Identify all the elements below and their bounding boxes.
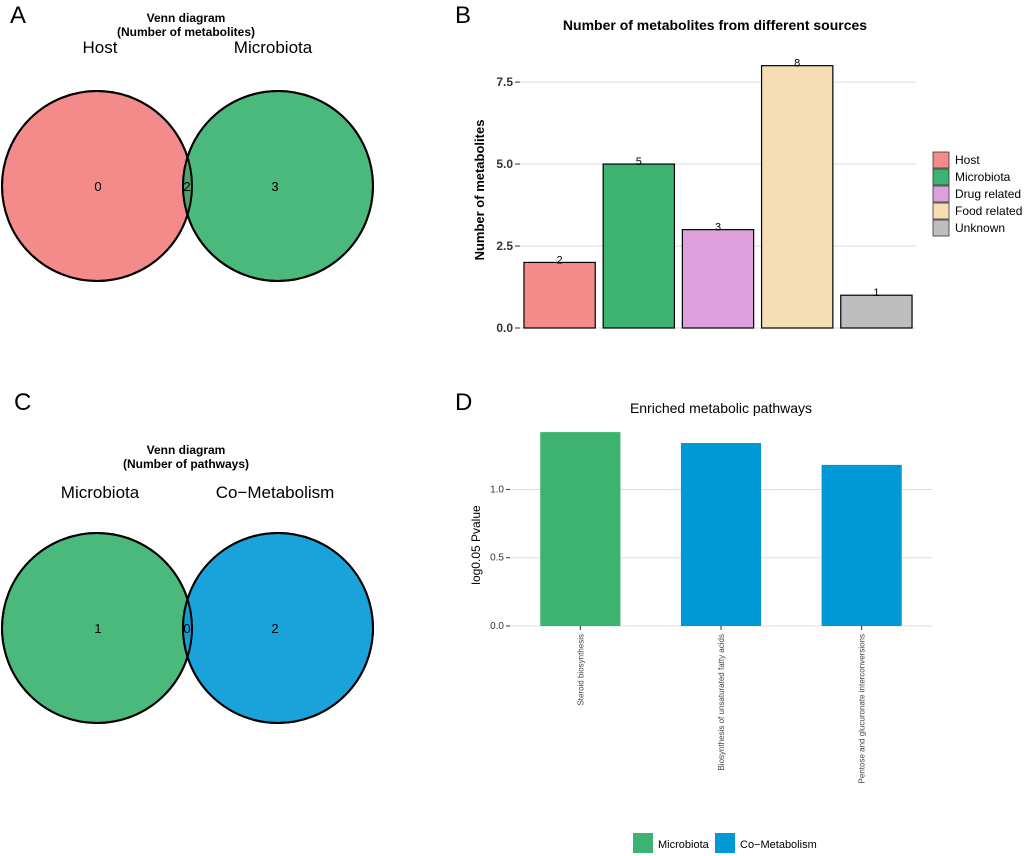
legend-label: Drug related bbox=[955, 187, 1021, 201]
y-tick-label: 7.5 bbox=[496, 75, 513, 89]
bar-chart-metabolite-sources: Number of metabolites from different sou… bbox=[472, 17, 1022, 335]
x-tick-label: Steroid biosynthesis bbox=[576, 634, 585, 706]
chart-title: Number of metabolites from different sou… bbox=[563, 17, 867, 33]
y-tick-label: 0.5 bbox=[490, 553, 504, 564]
panel-letter-c: C bbox=[14, 389, 32, 416]
legend-swatch bbox=[932, 219, 950, 237]
bar-value-label: 3 bbox=[715, 222, 721, 234]
y-tick-label: 0.0 bbox=[490, 621, 504, 632]
legend-swatch bbox=[932, 185, 950, 203]
venn-count-left-only: 0 bbox=[94, 179, 101, 194]
panel-letter-a: A bbox=[10, 2, 27, 29]
bar-chart-enriched-pathways: Enriched metabolic pathways log0.05 Pval… bbox=[469, 400, 932, 853]
bar-pathway bbox=[821, 464, 902, 626]
legend-swatch bbox=[932, 168, 950, 186]
venn-set-label-right: Co−Metabolism bbox=[216, 483, 335, 502]
venn-set-label-left: Microbiota bbox=[61, 483, 140, 502]
bar-pathway bbox=[540, 432, 621, 626]
venn-diagram-metabolites: Venn diagram (Number of metabolites) Hos… bbox=[1, 11, 374, 282]
legend-label: Unknown bbox=[955, 221, 1005, 235]
panel-letter-b: B bbox=[455, 2, 472, 29]
x-tick-label: Biosynthesis of unsaturated fatty acids bbox=[717, 634, 726, 771]
y-tick-label: 0.0 bbox=[496, 321, 513, 335]
venn-count-right-only: 3 bbox=[271, 179, 278, 194]
bar-drug-related bbox=[681, 229, 755, 329]
y-tick-label: 5.0 bbox=[496, 157, 513, 171]
venn-count-right-only: 2 bbox=[271, 621, 278, 636]
bar-food-related bbox=[760, 65, 834, 329]
y-axis-label: Number of metabolites bbox=[472, 120, 487, 261]
venn-count-left-only: 1 bbox=[94, 621, 101, 636]
legend-label: Microbiota bbox=[955, 170, 1011, 184]
y-axis-label: log0.05 Pvalue bbox=[469, 505, 483, 585]
venn-title-line2: (Number of metabolites) bbox=[117, 25, 255, 39]
venn-set-label-left: Host bbox=[83, 38, 118, 57]
y-tick-label: 1.0 bbox=[490, 484, 504, 495]
venn-title-line1: Venn diagram bbox=[147, 11, 226, 25]
panel-letter-d: D bbox=[455, 389, 473, 416]
legend-label: Host bbox=[955, 153, 980, 167]
legend-label: Co−Metabolism bbox=[740, 839, 817, 851]
legend-label: Microbiota bbox=[658, 839, 710, 851]
bar-pathway bbox=[680, 443, 762, 626]
venn-count-overlap: 0 bbox=[183, 621, 190, 636]
legend-swatch bbox=[633, 833, 653, 853]
bar-value-label: 8 bbox=[794, 58, 800, 70]
venn-set-label-right: Microbiota bbox=[234, 38, 313, 57]
bar-value-label: 1 bbox=[873, 287, 879, 299]
chart-title: Enriched metabolic pathways bbox=[630, 400, 812, 416]
venn-count-overlap: 2 bbox=[183, 179, 190, 194]
venn-title-line2: (Number of pathways) bbox=[123, 457, 249, 471]
bar-unknown bbox=[840, 294, 913, 329]
x-tick-label: Pentose and glucuronate interconversions bbox=[858, 634, 867, 783]
bar-host bbox=[523, 261, 596, 329]
bar-value-label: 5 bbox=[636, 156, 642, 168]
legend-label: Food related bbox=[955, 204, 1022, 218]
venn-title-line1: Venn diagram bbox=[147, 443, 226, 457]
legend-swatch bbox=[932, 202, 950, 220]
y-tick-label: 2.5 bbox=[496, 239, 513, 253]
venn-diagram-pathways: Venn diagram (Number of pathways) Microb… bbox=[1, 443, 374, 724]
bar-value-label: 2 bbox=[557, 254, 563, 266]
legend-swatch bbox=[715, 833, 735, 853]
bar-microbiota bbox=[602, 163, 676, 329]
legend-swatch bbox=[932, 151, 950, 169]
